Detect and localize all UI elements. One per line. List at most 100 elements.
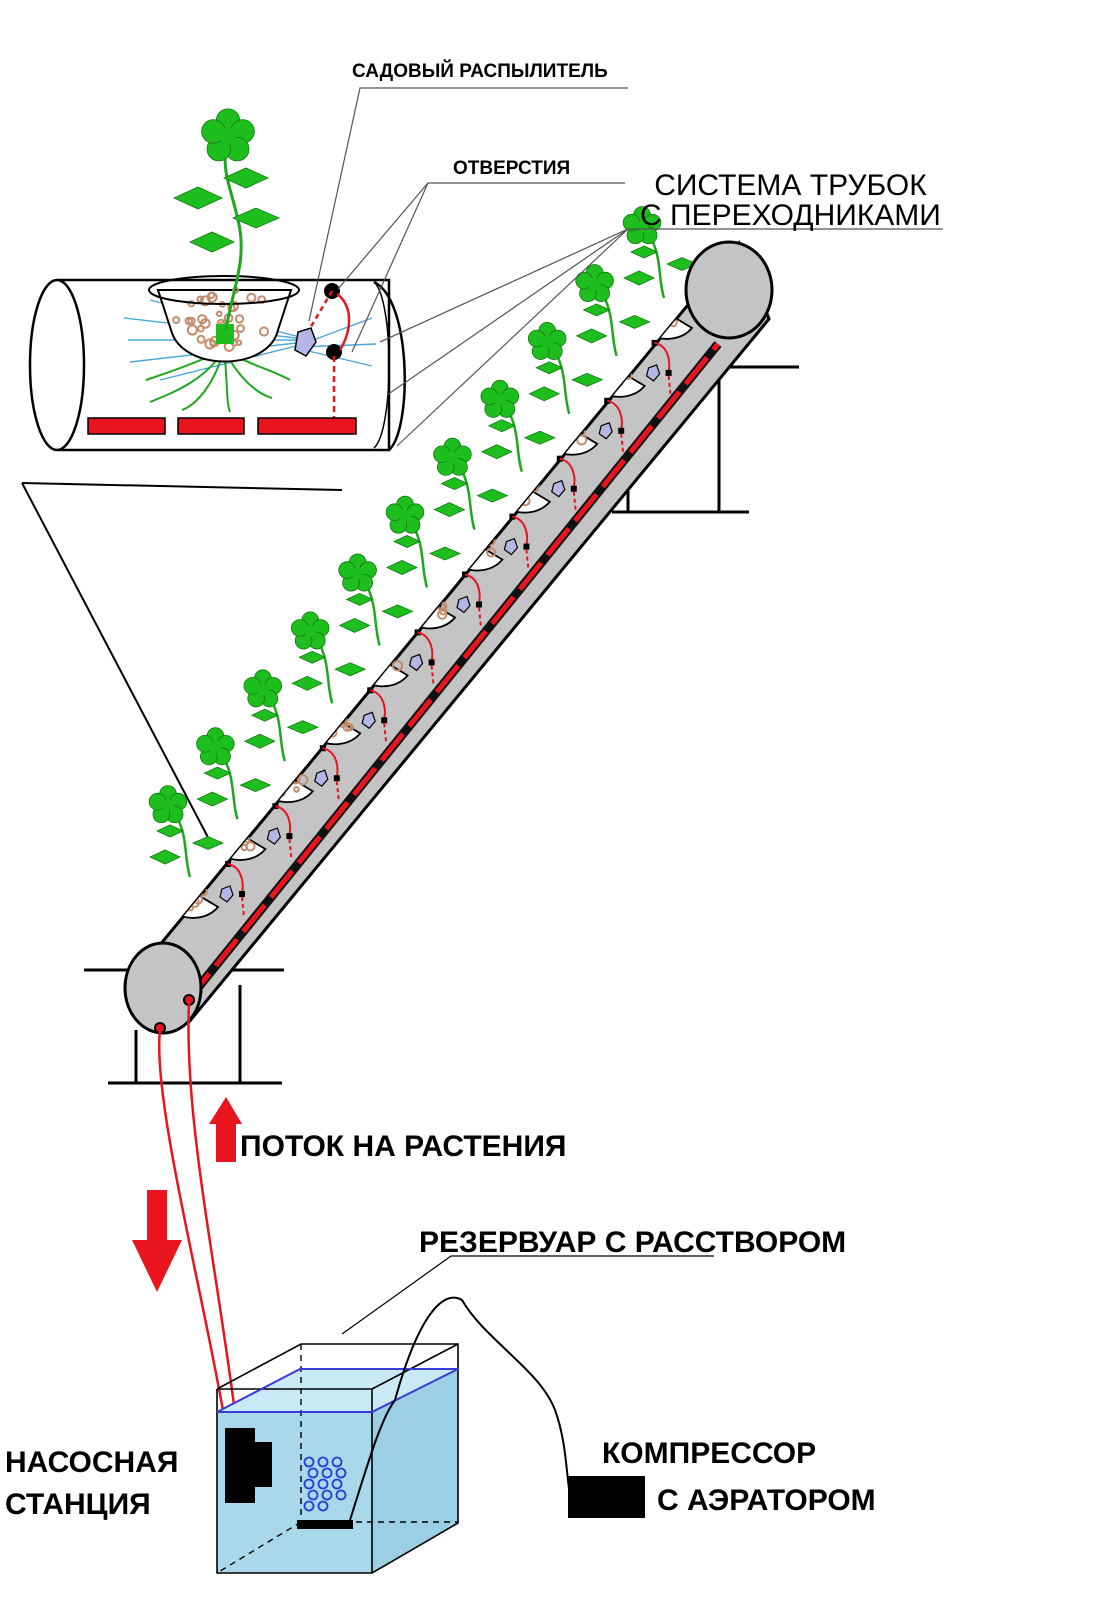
detail-plant: [173, 108, 281, 331]
leaf-icon: [203, 766, 232, 780]
leaf-icon: [487, 419, 516, 433]
flower-icon: [243, 669, 283, 708]
leaf-icon: [149, 849, 181, 865]
detail-red-tube: [87, 417, 357, 435]
label-pump-station-line1: НАСОСНАЯ: [5, 1446, 179, 1479]
air-hose: [349, 1296, 571, 1521]
aerator-stone: [297, 1520, 353, 1529]
leaf-icon: [440, 477, 469, 491]
leaf-icon: [386, 560, 418, 575]
leaf-icon: [243, 733, 276, 749]
pipe-end-cap-top: [684, 240, 774, 340]
label-compressor-line1: КОМПРЕССОР: [602, 1437, 817, 1470]
leaf-icon: [381, 604, 414, 619]
zoom-callout-lines: [21, 482, 343, 846]
detail-clay-pellets: [172, 286, 270, 352]
sprayer-assembly: [598, 397, 625, 454]
detail-sprayer-feed: [307, 290, 334, 331]
leaf-icon: [575, 328, 608, 344]
label-reservoir: РЕЗЕРВУАР С РАССТВОРОМ: [419, 1226, 847, 1259]
sprayer-assembly: [408, 629, 435, 686]
leaf-icon: [286, 720, 319, 735]
sprayer-icon: [503, 537, 519, 556]
leaf-icon: [630, 245, 658, 259]
flower-icon: [527, 321, 567, 360]
pipe-plant: [196, 727, 272, 820]
flower-icon: [148, 785, 188, 824]
pipe-sprayers: [219, 282, 719, 918]
sprayer-assembly: [503, 513, 530, 570]
pipe-plant: [527, 321, 604, 415]
sprayer-assembly: [266, 803, 293, 860]
leaf-icon: [433, 502, 466, 518]
leaf-icon: [298, 650, 327, 664]
sprayer-assembly: [219, 861, 245, 918]
leaf-icon: [189, 231, 235, 253]
leaf-icon: [428, 546, 462, 561]
sprayer-icon: [361, 711, 376, 730]
label-tube-system-line2: С ПЕРЕХОДНИКАМИ: [640, 199, 941, 232]
detail-sprayer-tube: [336, 292, 351, 351]
sprayer-icon: [551, 479, 566, 498]
flower-icon: [290, 611, 330, 650]
leaf-icon: [582, 303, 611, 317]
sprayer-assembly: [551, 455, 577, 512]
leaf-icon: [345, 592, 374, 606]
flower-icon: [338, 553, 377, 592]
leaf-icon: [523, 430, 556, 445]
flower-icon: [575, 264, 614, 303]
flower-icon: [196, 727, 235, 766]
pipe-plant: [290, 611, 367, 704]
detail-sprayer-icon: [294, 327, 317, 357]
sprayer-assembly: [456, 571, 482, 628]
pipe-plants: [148, 206, 699, 878]
sprayer-assembly: [645, 339, 672, 396]
leaf-icon: [476, 488, 509, 503]
aerator-bubbles: [303, 1456, 347, 1512]
sprayer-icon: [219, 885, 234, 903]
flower-icon: [201, 108, 255, 162]
label-tube-system-line1: СИСТЕМА ТРУБОК: [654, 169, 927, 202]
sprayer-assembly: [314, 745, 340, 802]
label-pump-station-line2: СТАНЦИЯ: [5, 1488, 151, 1521]
leaf-icon: [231, 207, 281, 229]
leaf-icon: [156, 824, 184, 838]
sprayer-icon: [408, 653, 424, 672]
label-tube-system: СИСТЕМА ТРУБОК С ПЕРЕХОДНИКАМИ: [640, 171, 941, 231]
leaf-icon: [571, 372, 604, 387]
red-arrow-down-icon: [132, 1190, 182, 1292]
leaf-icon: [535, 361, 564, 375]
sprayer-assembly: [361, 687, 388, 744]
label-compressor-line2: С АЭРАТОРОМ: [657, 1484, 876, 1517]
pipe-plant: [385, 495, 462, 588]
pipe-plant: [433, 437, 509, 530]
leaf-icon: [393, 535, 421, 548]
reservoir-leader-line: [341, 1255, 714, 1335]
pipe-plant: [622, 206, 699, 299]
pipe-plant: [480, 379, 556, 473]
leaf-icon: [291, 675, 324, 691]
flower-icon: [433, 437, 472, 476]
supply-hoses: [158, 1001, 239, 1429]
label-compressor: КОМПРЕССОР С АЭРАТОРОМ: [602, 1430, 876, 1524]
pipe-plant: [575, 264, 651, 357]
label-holes: ОТВЕРСТИЯ: [453, 158, 571, 179]
planting-pot: [445, 528, 504, 572]
label-flow-to-plants: ПОТОК НА РАСТЕНИЯ: [240, 1130, 567, 1163]
sprayer-icon: [645, 364, 661, 382]
inner-tube-red: [186, 342, 720, 1002]
leaf-icon: [196, 791, 229, 807]
sprayer-icon: [598, 422, 613, 440]
leaf-icon: [191, 836, 225, 850]
sprayer-icon: [314, 769, 329, 788]
leaf-icon: [239, 778, 272, 793]
leaf-icon: [528, 386, 561, 402]
flower-icon: [385, 495, 425, 534]
pipe-plant: [338, 553, 414, 646]
label-leader-lines: [308, 87, 943, 447]
detail-hole-lower-icon: [326, 344, 342, 360]
leaf-icon: [623, 270, 655, 286]
leaf-icon: [334, 662, 367, 677]
